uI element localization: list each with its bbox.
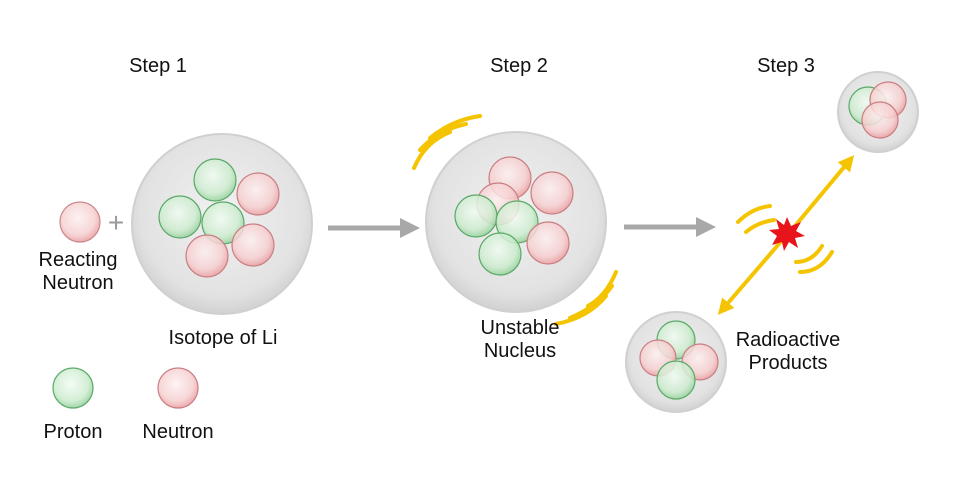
reacting-neutron	[59, 201, 101, 243]
burst-waves	[736, 204, 834, 274]
products-label-1: Radioactive	[736, 329, 841, 351]
proton	[193, 158, 237, 202]
legend: Proton Neutron	[44, 367, 214, 443]
plus-sign: +	[108, 207, 124, 238]
neutron	[861, 101, 899, 139]
yellow-arrow-up	[788, 155, 855, 234]
products-label-2: Products	[749, 352, 828, 374]
step-2-title: Step 2	[490, 55, 548, 77]
lithium-isotope-nucleus	[131, 133, 313, 315]
neutron	[526, 221, 570, 265]
unstable-label-1: Unstable	[481, 317, 560, 339]
legend-neutron-swatch	[157, 367, 199, 409]
decay-burst-icon	[769, 217, 805, 251]
neutron	[530, 171, 574, 215]
neutron	[236, 172, 280, 216]
product-nucleus-top	[837, 71, 919, 153]
step-1-title: Step 1	[129, 55, 187, 77]
legend-neutron-label: Neutron	[142, 421, 213, 443]
legend-proton-swatch	[52, 367, 94, 409]
product-nucleus-bottom	[625, 311, 727, 413]
neutron	[185, 234, 229, 278]
yellow-arrow-down	[717, 236, 786, 315]
legend-proton-label: Proton	[44, 421, 103, 443]
unstable-nucleus	[425, 131, 607, 313]
proton	[158, 195, 202, 239]
proton	[478, 232, 522, 276]
reacting-label-1: Reacting	[39, 249, 118, 271]
reacting-label-2: Neutron	[42, 272, 113, 294]
step-3-title: Step 3	[757, 55, 815, 77]
proton	[656, 360, 696, 400]
proton	[454, 194, 498, 238]
neutron	[231, 223, 275, 267]
vibration-waves	[412, 114, 618, 326]
isotope-label: Isotope of Li	[169, 327, 278, 349]
unstable-label-2: Nucleus	[484, 340, 556, 362]
